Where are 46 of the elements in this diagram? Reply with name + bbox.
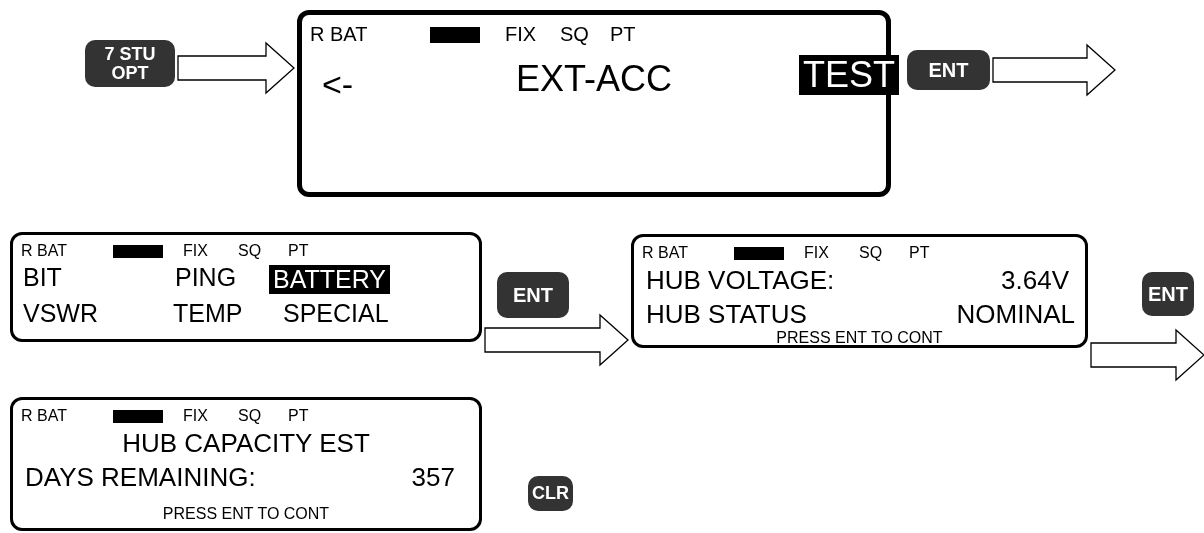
screen-text: 3.64V [1001, 267, 1069, 293]
screen-text: PT [288, 408, 309, 424]
screen-text: NOMINAL [956, 301, 1075, 327]
screen-text: FIX [505, 24, 537, 44]
keypad-key: CLR [528, 476, 573, 511]
screen-text: VSWR [23, 301, 98, 326]
block-arrow [484, 313, 629, 367]
display-screen [631, 234, 1088, 348]
highlighted-menu-item: BATTERY [269, 265, 390, 294]
display-screen [10, 232, 482, 342]
screen-text: PT [288, 243, 309, 259]
screen-text: FIX [183, 243, 208, 259]
keypad-key: ENT [907, 50, 990, 90]
screen-text: FIX [804, 245, 829, 261]
screen-text: SQ [238, 408, 262, 424]
screen-text: R BAT [21, 408, 67, 424]
screen-text: R BAT [642, 245, 688, 261]
screen-text: R BAT [21, 243, 67, 259]
screen-text: PT [909, 245, 930, 261]
screen-text: R BAT [310, 24, 368, 44]
screen-text: TEMP [173, 301, 243, 326]
screen-text: PING [175, 265, 237, 290]
keypad-key: ENT [497, 272, 569, 318]
screen-text: PRESS ENT TO CONT [776, 330, 943, 346]
screen-text: EXT-ACC [516, 61, 672, 97]
highlighted-menu-item: TEST [799, 55, 899, 95]
display-screen [10, 397, 482, 531]
screen-text: HUB STATUS [646, 301, 807, 327]
keypad-key: ENT [1142, 272, 1194, 316]
screen-text: DAYS REMAINING: [25, 464, 256, 490]
screen-text: HUB VOLTAGE: [646, 267, 835, 293]
screen-text: SQ [560, 24, 589, 44]
screen-text: BIT [23, 265, 62, 290]
keypad-key: 7 STU OPT [85, 40, 175, 87]
screen-text: PRESS ENT TO CONT [162, 506, 330, 522]
screen-text: HUB CAPACITY EST [122, 430, 370, 456]
screen-text: <- [322, 67, 354, 101]
screen-text: SPECIAL [283, 301, 389, 326]
screen-text: SQ [859, 245, 883, 261]
block-arrow [992, 43, 1116, 97]
block-arrow [1090, 328, 1204, 382]
screen-text: SQ [238, 243, 262, 259]
block-arrow [177, 41, 295, 95]
screen-text: PT [610, 24, 636, 44]
screen-text: FIX [183, 408, 208, 424]
screen-text: 357 [411, 464, 455, 490]
